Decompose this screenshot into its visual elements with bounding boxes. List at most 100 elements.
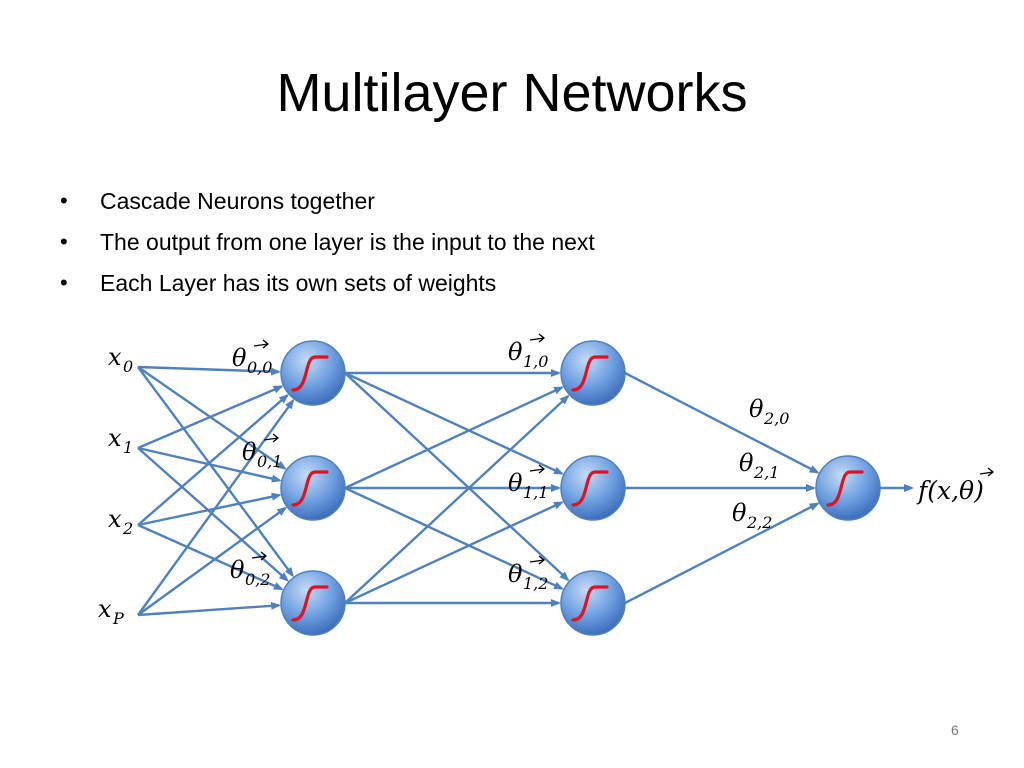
neuron-body	[280, 340, 346, 406]
hidden1-to-hidden2-edge	[344, 371, 564, 475]
hidden2-to-output-edge	[624, 371, 820, 474]
math-subscript: 2,2	[746, 513, 772, 532]
math-subscript: 0,0	[247, 358, 272, 377]
hidden2-neuron	[560, 570, 626, 636]
math-base: θ	[242, 438, 257, 466]
neuron-body	[815, 455, 881, 521]
hidden2-neuron	[560, 455, 626, 521]
neuron-body	[280, 570, 346, 636]
bullet-dot: •	[60, 229, 68, 254]
math-base: x	[108, 505, 122, 533]
vector-arrow-icon	[251, 551, 268, 561]
input-to-hidden1-edge	[137, 393, 289, 526]
sigmoid-icon	[291, 470, 329, 507]
math-subscript: 2,0	[763, 409, 789, 428]
math-base: θ	[739, 449, 754, 477]
hidden1-to-hidden2-edge	[344, 386, 564, 490]
math-subscript: 0	[123, 357, 133, 376]
math-subscript: 0,1	[257, 452, 282, 471]
sigmoid-icon	[571, 585, 609, 622]
neurons	[280, 340, 881, 636]
hidden1-neuron	[280, 455, 346, 521]
slide-title: Multilayer Networks	[276, 63, 748, 123]
sigmoid-icon	[571, 470, 609, 507]
hidden2-neuron	[560, 340, 626, 406]
neuron-body	[560, 570, 626, 636]
input-to-hidden1-edge	[137, 385, 284, 450]
hidden2-to-output-edge	[624, 502, 820, 605]
math-subscript: 0,2	[245, 570, 270, 589]
input-to-hidden1-edge	[137, 366, 294, 578]
sigmoid-icon	[571, 355, 609, 392]
bullet-dot: •	[60, 188, 68, 213]
vector-arrow-icon	[253, 339, 270, 349]
input-to-hidden1-edge	[137, 366, 287, 470]
hidden1-to-hidden2-edge	[344, 394, 570, 604]
connections	[137, 365, 914, 617]
output-neuron	[815, 455, 881, 521]
page-number: 6	[951, 722, 959, 738]
vector-arrow-icon	[529, 555, 546, 565]
sigmoid-icon	[826, 470, 864, 507]
input-to-hidden1-edge	[137, 506, 288, 616]
math-base: θ	[230, 556, 245, 584]
hidden1-to-hidden2-edge	[344, 501, 564, 605]
output-function-text: f(x,θ)	[916, 476, 984, 505]
bullet-text: The output from one layer is the input t…	[100, 229, 595, 255]
vector-arrow-icon	[263, 433, 280, 443]
math-base: θ	[508, 338, 523, 366]
hidden1-to-hidden2-edge	[344, 372, 570, 582]
hidden1-to-hidden2-edge	[344, 486, 564, 590]
math-subscript: 2,1	[753, 463, 779, 482]
vector-arrow-icon	[529, 464, 546, 474]
hidden1-neuron	[280, 570, 346, 636]
math-base: x	[108, 343, 122, 371]
math-base: θ	[508, 469, 523, 497]
math-base: x	[98, 595, 112, 623]
math-base: θ	[732, 499, 747, 527]
math-base: θ	[508, 560, 523, 588]
math-subscript: 1,1	[523, 483, 548, 502]
sigmoid-icon	[291, 355, 329, 392]
bullet-text: Cascade Neurons together	[100, 188, 375, 214]
vector-arrow-icon	[979, 467, 995, 477]
neuron-body	[280, 455, 346, 521]
bullet-dot: •	[60, 270, 68, 295]
bullet-list: • Cascade Neurons together • The output fr…	[58, 184, 595, 307]
bullet-text: Each Layer has its own sets of weights	[100, 270, 497, 296]
bullet-item: • Cascade Neurons together	[58, 184, 595, 225]
math-base: x	[108, 424, 122, 452]
input-to-hidden1-edge	[137, 365, 282, 376]
input-to-hidden1-edge	[137, 523, 284, 591]
bullet-item: • The output from one layer is the input …	[58, 225, 595, 266]
math-base: θ	[232, 344, 247, 372]
bullet-item: • Each Layer has its own sets of weights	[58, 266, 595, 307]
output-function-label: f(x,θ)	[916, 467, 995, 505]
input-to-hidden1-edge	[137, 601, 282, 617]
math-subscript: 1,2	[523, 574, 548, 593]
math-base: θ	[749, 395, 764, 423]
neuron-body	[560, 455, 626, 521]
math-subscript: 2	[122, 519, 133, 538]
neuron-body	[560, 340, 626, 406]
input-to-hidden1-edge	[137, 492, 282, 527]
input-to-hidden1-edge	[137, 398, 295, 616]
math-subscript: 1	[123, 438, 133, 457]
hidden1-neuron	[280, 340, 346, 406]
vector-arrow-icon	[529, 333, 546, 343]
math-subscript: P	[112, 609, 124, 628]
